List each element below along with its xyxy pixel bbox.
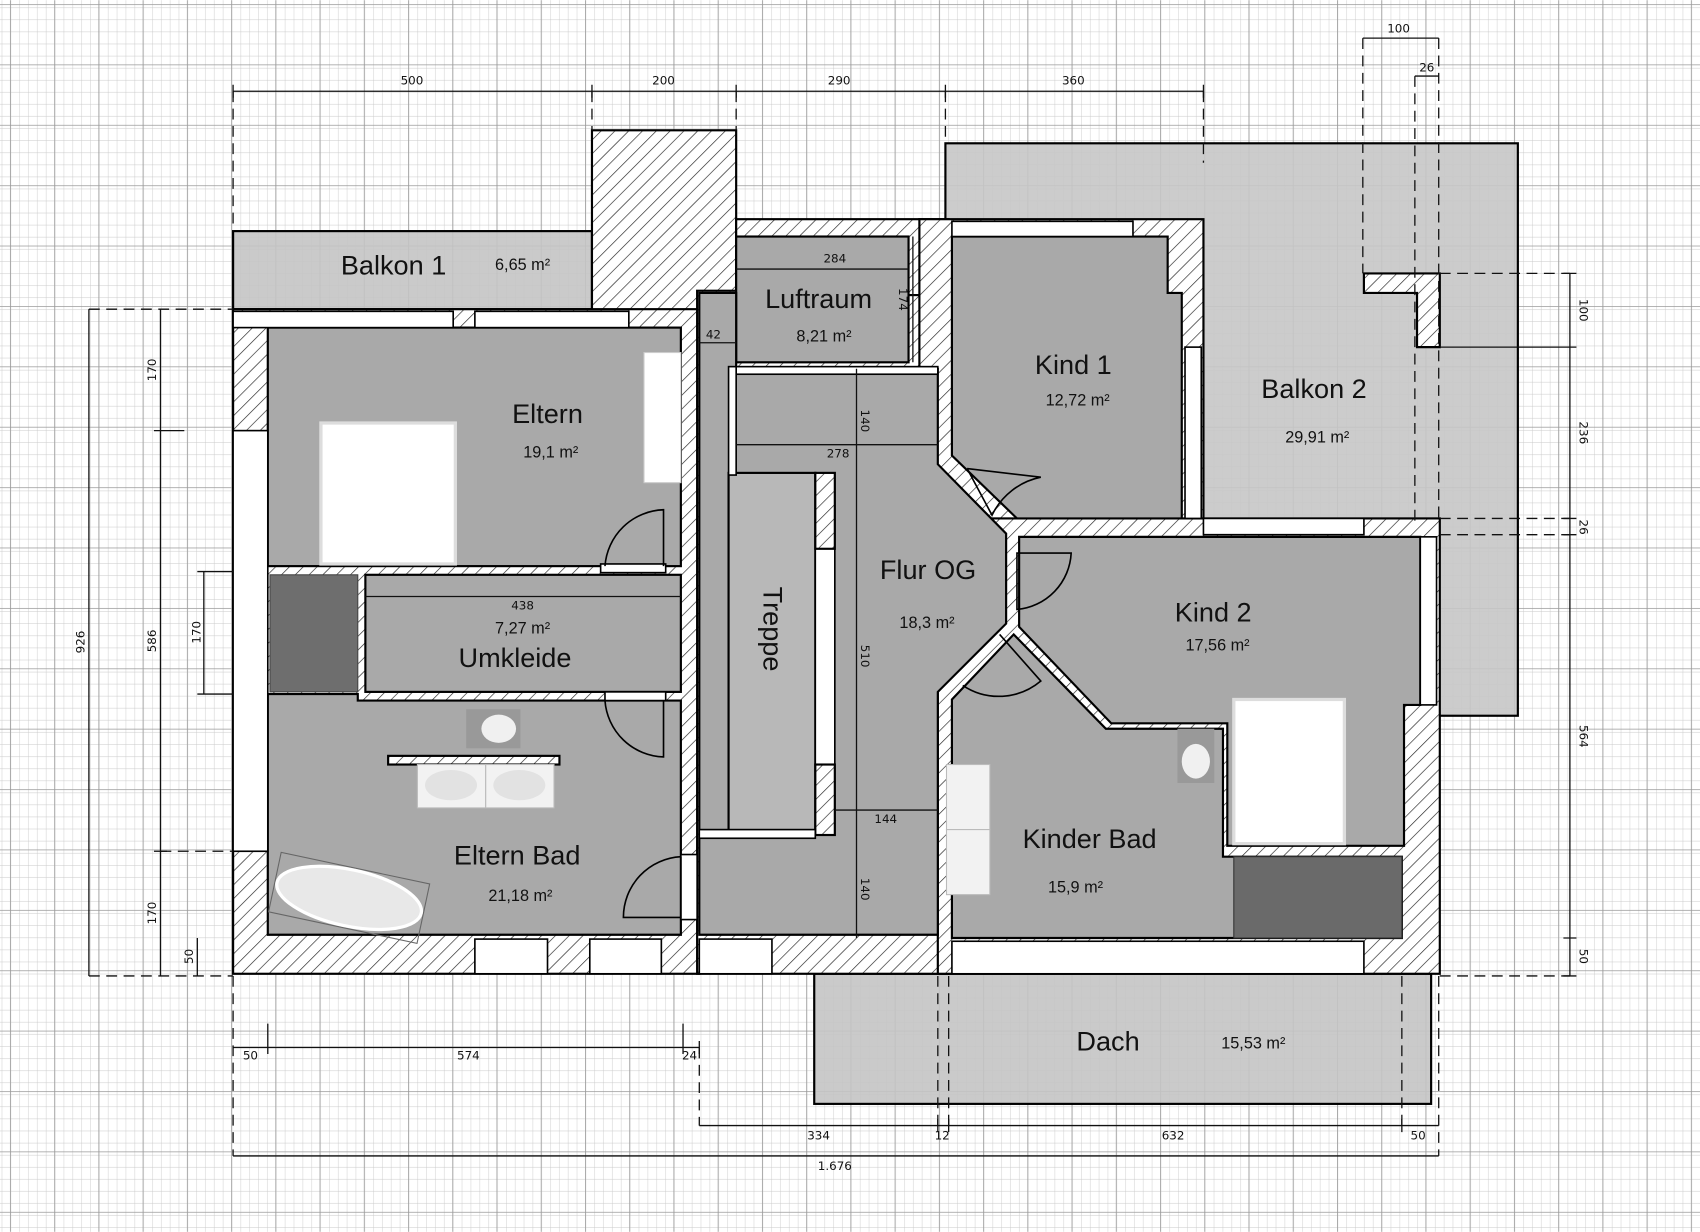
- label-flur: Flur OG: [880, 554, 976, 585]
- dim-290: 290: [828, 74, 851, 88]
- sink-kinder-2: [945, 829, 991, 896]
- area-eltern: 19,1 m²: [523, 444, 579, 462]
- label-dach: Dach: [1076, 1026, 1139, 1057]
- bed-kind2: [1232, 697, 1347, 846]
- dim-left-170a: 170: [145, 359, 159, 382]
- dim-right-26: 26: [1577, 520, 1591, 535]
- label-balkon1: Balkon 1: [341, 249, 446, 280]
- dimension-labels: 500 200 290 360 100 26 100 236 26 564 50…: [74, 22, 1591, 1173]
- dim-26-top: 26: [1419, 61, 1434, 75]
- bed-eltern: [319, 421, 457, 566]
- bathtub-eltern: [267, 851, 431, 945]
- dim-bottom-50b: 50: [1411, 1129, 1426, 1143]
- area-balkon2: 29,91 m²: [1285, 429, 1350, 447]
- dim-284: 284: [823, 252, 846, 266]
- bathtub-kinder: [1233, 856, 1403, 939]
- dim-bottom-574: 574: [457, 1048, 480, 1062]
- area-dach: 15,53 m²: [1221, 1035, 1286, 1053]
- area-luftraum: 8,21 m²: [796, 328, 852, 346]
- dim-left-586: 586: [145, 630, 159, 653]
- doors: [604, 467, 1073, 919]
- dim-right-50: 50: [1577, 949, 1591, 964]
- wardrobe: [643, 352, 682, 484]
- dim-bottom-334: 334: [807, 1129, 830, 1143]
- dim-left-50: 50: [182, 949, 196, 964]
- dim-right-564: 564: [1577, 725, 1591, 748]
- dim-42: 42: [706, 327, 721, 341]
- area-kinder-bad: 15,9 m²: [1048, 878, 1104, 896]
- area-kind2: 17,56 m²: [1185, 637, 1250, 655]
- label-eltern: Eltern: [512, 398, 583, 429]
- area-flur: 18,3 m²: [899, 614, 955, 632]
- dim-left-926: 926: [74, 631, 88, 654]
- label-eltern-bad: Eltern Bad: [454, 839, 581, 870]
- label-treppe: Treppe: [757, 587, 788, 672]
- dim-144: 144: [874, 812, 897, 826]
- dim-bottom-632: 632: [1162, 1129, 1185, 1143]
- balkon1-area[interactable]: [232, 230, 594, 311]
- dim-bottom-24: 24: [682, 1048, 697, 1062]
- treppe[interactable]: [727, 471, 817, 837]
- dach-area[interactable]: [813, 972, 1433, 1105]
- label-kind1: Kind 1: [1035, 349, 1112, 380]
- sink-kinder-1: [945, 763, 991, 831]
- label-luftraum: Luftraum: [765, 283, 872, 314]
- room-labels: Balkon 1 6,65 m² Eltern 19,1 m² Luftraum…: [341, 249, 1367, 1056]
- label-kinder-bad: Kinder Bad: [1023, 823, 1157, 854]
- shower: [269, 574, 359, 693]
- dim-140a: 140: [858, 409, 872, 432]
- dim-278: 278: [827, 447, 850, 461]
- room-luftraum[interactable]: [735, 235, 910, 364]
- area-umkleide: 7,27 m²: [495, 619, 551, 637]
- dim-right-100: 100: [1577, 299, 1591, 322]
- dim-bottom-50: 50: [243, 1048, 258, 1062]
- room-umkleide[interactable]: [364, 573, 682, 693]
- dim-right-236: 236: [1577, 421, 1591, 444]
- dim-100-top: 100: [1387, 22, 1410, 36]
- dim-left-170b: 170: [145, 902, 159, 925]
- area-balkon1: 6,65 m²: [495, 256, 551, 274]
- dim-140b: 140: [858, 878, 872, 901]
- label-balkon2: Balkon 2: [1261, 373, 1366, 404]
- dimension-lines: [88, 37, 1577, 1157]
- room-kind1[interactable]: [950, 235, 1183, 520]
- dim-174: 174: [896, 288, 910, 311]
- dim-500: 500: [401, 74, 424, 88]
- dim-bottom-total: 1.676: [818, 1159, 852, 1173]
- area-eltern-bad: 21,18 m²: [488, 887, 553, 905]
- dim-200: 200: [652, 74, 675, 88]
- area-kind1: 12,72 m²: [1046, 392, 1111, 410]
- dim-438: 438: [511, 598, 534, 612]
- label-kind2: Kind 2: [1175, 596, 1252, 627]
- dim-bottom-12: 12: [935, 1129, 950, 1143]
- windows: [232, 220, 1438, 975]
- dim-510: 510: [858, 645, 872, 668]
- dim-360: 360: [1062, 74, 1085, 88]
- label-umkleide: Umkleide: [459, 642, 572, 673]
- dim-left-170-inner: 170: [190, 621, 204, 644]
